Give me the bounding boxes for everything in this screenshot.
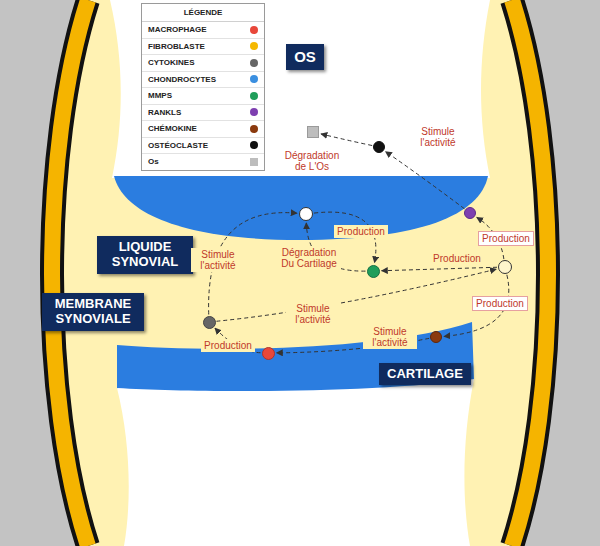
dashed-arrow: [381, 267, 497, 271]
legend-text: OSTÉOCLASTE: [148, 141, 208, 150]
dashed-arrow: [216, 269, 496, 321]
chemokine-dot: [430, 331, 442, 343]
legend-row: OSTÉOCLASTE: [142, 138, 264, 155]
edge-label: Production: [201, 339, 255, 352]
node-text: OS: [294, 48, 316, 65]
edge-label: Production: [334, 225, 388, 238]
region-tag: CARTILAGE: [379, 363, 471, 386]
legend-row: CYTOKINES: [142, 55, 264, 72]
legend-text: RANKLS: [148, 108, 181, 117]
edge-label: Stimule l'activité: [411, 125, 465, 149]
legend-row: MACROPHAGE: [142, 22, 264, 39]
fibroblast-dot: [498, 260, 512, 274]
lower-bone: [117, 379, 474, 546]
legend-row: CHONDROCYTES: [142, 72, 264, 89]
region-tag: MEMBRANE SYNOVIALE: [42, 293, 144, 331]
legend-text: CHONDROCYTES: [148, 75, 216, 84]
legend-swatch: [250, 141, 258, 149]
dashed-arrow: [321, 134, 372, 146]
edge-label: Dégradation Du Cartilage: [277, 246, 341, 270]
legend-swatch: [250, 92, 258, 100]
upper-bone: [110, 0, 490, 178]
legend-text: CHÉMOKINE: [148, 124, 197, 133]
legend-heading: LÉGENDE: [142, 4, 264, 22]
edge-label: Production: [478, 231, 534, 246]
legend-text: FIBROBLASTE: [148, 42, 205, 51]
membrane-left: [52, 0, 88, 546]
region-tag: OS: [286, 44, 324, 69]
legend-swatch: [250, 125, 258, 133]
edge-label: Dégradation de L'Os: [280, 149, 344, 173]
legend-swatch: [250, 75, 258, 83]
legend-swatch: [250, 59, 258, 67]
region-tag: LIQUIDE SYNOVIAL: [97, 236, 193, 274]
legend-text: Os: [148, 157, 159, 166]
legend-row: MMPS: [142, 88, 264, 105]
upper-cartilage: [114, 176, 488, 240]
legend-text: MMPS: [148, 91, 172, 100]
node-text: LIQUIDE SYNOVIAL: [105, 240, 185, 270]
legend-text: MACROPHAGE: [148, 25, 207, 34]
edge-label: Production: [430, 252, 484, 265]
legend-row: Os: [142, 154, 264, 170]
rankl-dot: [464, 207, 476, 219]
mmp-dot: [367, 265, 380, 278]
osteoclast-dot: [373, 141, 385, 153]
legend-row: RANKLS: [142, 105, 264, 122]
synovial-fluid: [52, 0, 548, 546]
dashed-arrow: [386, 152, 465, 209]
legend-swatch: [250, 108, 258, 116]
lower-cartilage: [117, 322, 474, 392]
cytokine-dot: [203, 316, 216, 329]
bone-square: [307, 126, 319, 138]
edge-label: Stimule l'activité: [363, 325, 417, 349]
legend-box: LÉGENDE MACROPHAGE FIBROBLASTE CYTOKINES CHO…: [141, 3, 265, 171]
membrane-outline-left: [52, 0, 88, 546]
edge-label: Production: [472, 296, 528, 311]
edge-label: Stimule l'activité: [191, 248, 245, 272]
macrophage-dot: [262, 347, 275, 360]
node-text: MEMBRANE SYNOVIALE: [50, 297, 136, 327]
membrane-outline-right: [512, 0, 548, 546]
membrane-right: [512, 0, 548, 546]
edge-label: Stimule l'activité: [286, 302, 340, 326]
node-text: CARTILAGE: [387, 367, 463, 382]
legend-row: CHÉMOKINE: [142, 121, 264, 138]
legend-row: FIBROBLASTE: [142, 39, 264, 56]
chondrocyte-dot: [299, 207, 313, 221]
legend-swatch: [250, 158, 258, 166]
legend-swatch: [250, 42, 258, 50]
legend-text: CYTOKINES: [148, 58, 195, 67]
legend-swatch: [250, 26, 258, 34]
